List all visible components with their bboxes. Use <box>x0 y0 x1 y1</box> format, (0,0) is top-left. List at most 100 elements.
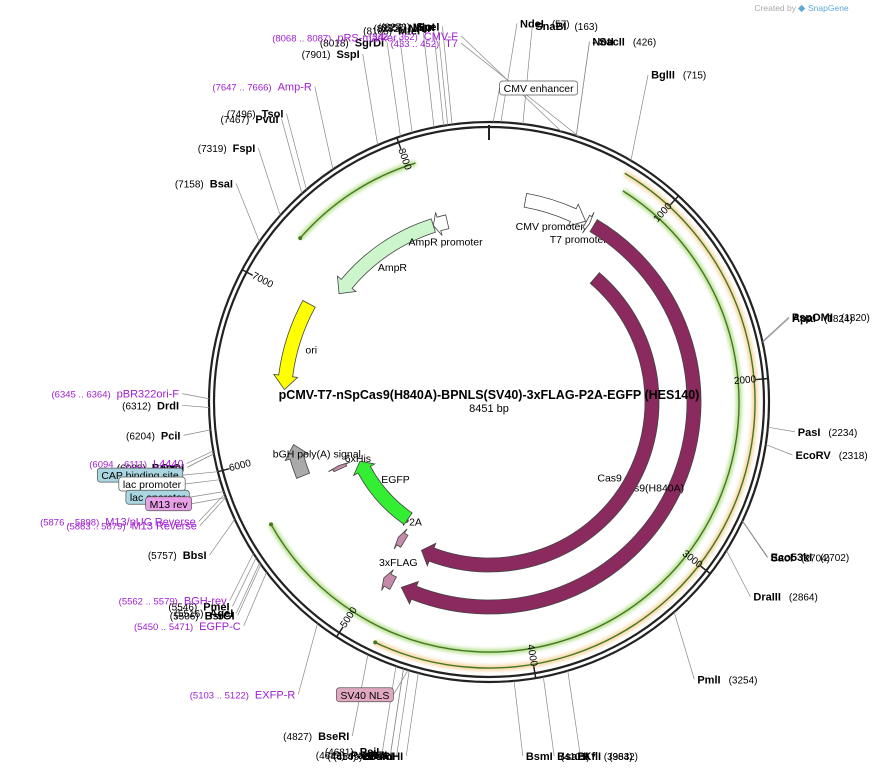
site-label-sacii[interactable]: - SacII <box>592 37 624 49</box>
site-position: (4569) <box>333 752 362 763</box>
site-label-cmv-f[interactable]: CMV-F <box>424 31 459 43</box>
site-label-paer7i[interactable]: PaeR7I <box>351 750 388 762</box>
site-label-pcii[interactable]: PciI <box>161 430 181 442</box>
feature-p2a[interactable] <box>393 528 409 550</box>
outer-arcs <box>268 160 758 671</box>
leader-line <box>314 86 334 170</box>
site-label-snabi[interactable]: SnaBI <box>535 21 566 33</box>
leader-line <box>182 471 218 476</box>
outer-arc-tip <box>269 522 274 527</box>
site-label-pmli[interactable]: PmlI <box>697 674 720 686</box>
site-label-pvui[interactable]: PvuI <box>255 114 278 126</box>
site-label-bsai[interactable]: BsaI <box>210 178 233 190</box>
site-label-bbsi[interactable]: BbsI <box>183 550 207 562</box>
site-position: (3842) <box>609 752 638 763</box>
site-label-saci[interactable]: SacI <box>770 553 793 565</box>
box-label-frame <box>335 687 394 703</box>
site-label-prs-marker[interactable]: pRS-marker <box>337 32 397 44</box>
site-label-agei[interactable]: AgeI <box>209 608 233 620</box>
feature-cas9-h840a[interactable] <box>400 219 702 615</box>
site-label-exfp-r[interactable]: EXFP-R <box>255 689 295 701</box>
leader-line <box>187 453 214 468</box>
site-label-fspi[interactable]: FspI <box>233 143 256 155</box>
site-position: (5757) <box>148 551 177 562</box>
site-label-bsmi[interactable]: BsmI <box>526 751 553 763</box>
feature-ampr[interactable] <box>336 218 436 295</box>
site-label-bglii[interactable]: BglII <box>651 70 675 82</box>
box-label-cmv-enhancer[interactable]: CMV enhancer <box>504 83 575 95</box>
leader-line <box>257 148 281 216</box>
feature-label: 3xFLAG <box>379 557 418 569</box>
leader-line <box>235 183 260 242</box>
site-label-ecori[interactable]: EcoRI <box>362 751 393 763</box>
site-label-bseri[interactable]: BseRI <box>318 731 349 743</box>
leader-line <box>393 669 409 695</box>
feature-ori[interactable] <box>272 299 316 391</box>
site-position: (7647 .. 7666) <box>212 83 271 94</box>
site-position: (6312) <box>122 401 151 412</box>
site-position: (8273) <box>381 22 410 33</box>
leader-line <box>492 87 500 123</box>
site-label-egfp-c[interactable]: EGFP-C <box>199 621 241 633</box>
site-label-xhoi[interactable]: - XhoI <box>357 750 388 762</box>
feature-label: Cas9 <box>597 473 622 485</box>
site-label-bsrgi[interactable]: BsrGI <box>205 611 235 623</box>
site-position: (7901) <box>302 50 331 61</box>
site-label-draiii[interactable]: DraIII <box>753 592 781 604</box>
site-label-mfei[interactable]: MfeI <box>398 25 420 37</box>
site-label-bamhi[interactable]: BamHI <box>368 751 403 763</box>
box-label-sv40-nls[interactable]: SV40 NLS <box>340 690 389 702</box>
site-label-mlui[interactable]: MluI <box>413 22 435 34</box>
feature-bgh-poly-a-signal[interactable] <box>284 443 311 479</box>
feature-label: AmpR <box>378 262 408 274</box>
feature-cas9[interactable] <box>420 272 660 573</box>
leader-line <box>765 444 793 456</box>
site-position: (4827) <box>283 732 312 743</box>
site-label-tsoi[interactable]: TsoI <box>262 109 284 121</box>
leader-line <box>362 53 379 146</box>
site-label-pasi[interactable]: PasI <box>798 427 821 439</box>
site-label-pmei[interactable]: PmeI <box>203 601 229 613</box>
site-label-nrui[interactable]: NruI <box>408 23 430 35</box>
leader-line <box>297 623 318 695</box>
site-label-l4440[interactable]: L4440 <box>153 459 184 471</box>
site-label-bgh-rev[interactable]: BGH-rev <box>184 596 227 608</box>
feature-t7-promoter[interactable] <box>582 211 595 234</box>
outer-arc <box>299 162 416 239</box>
site-label-m13-reverse[interactable]: M13 Reverse <box>131 521 196 533</box>
leader-line <box>433 27 444 126</box>
leader-line <box>390 668 404 756</box>
site-label-m13-puc-reverse[interactable]: M13/pUC Reverse <box>105 516 195 528</box>
created-by-text: Created by <box>754 3 796 13</box>
site-label-spei[interactable]: SpeI <box>416 21 439 33</box>
outer-arc-glow <box>297 160 417 241</box>
box-label-m13-rev[interactable]: M13 rev <box>150 499 189 511</box>
site-label-amp-r[interactable]: Amp-R <box>278 82 312 94</box>
tick-mark <box>755 377 769 381</box>
feature-6xhis[interactable] <box>328 461 351 473</box>
leader-line <box>189 491 224 498</box>
outer-arc-tip <box>373 640 378 645</box>
site-label-apai[interactable]: ApaI <box>792 313 816 325</box>
site-label-psii[interactable]: PsiI <box>360 747 380 759</box>
site-label-sgrdi[interactable]: SgrDI <box>355 37 384 49</box>
site-label-bsabi[interactable]: BsaBI * <box>557 751 596 763</box>
feature-3xflag[interactable] <box>381 569 397 591</box>
site-label-sspi[interactable]: SspI <box>336 49 359 61</box>
site-label-pbr322ori-f[interactable]: pBR322ori-F <box>117 389 180 401</box>
site-label-eco53ki[interactable]: Eco53kI <box>771 552 813 564</box>
feature-egfp[interactable] <box>352 460 413 526</box>
site-label-t7[interactable]: T7 <box>445 38 458 50</box>
site-label-drdi[interactable]: DrdI <box>157 400 179 412</box>
box-label-lac-promoter[interactable]: lac promoter <box>123 479 182 491</box>
site-label-noti[interactable]: NotI <box>592 37 613 49</box>
feature-cmv-promoter[interactable] <box>523 192 587 227</box>
site-position: (5450 .. 5471) <box>134 622 193 633</box>
site-label-ecorv[interactable]: EcoRV <box>796 450 832 462</box>
site-label-ndei[interactable]: NdeI <box>520 18 544 30</box>
site-label-pspomi[interactable]: PspOMI <box>792 312 833 324</box>
site-label-kfli[interactable]: KflI <box>583 751 601 763</box>
feature-ampr-promoter[interactable] <box>432 212 450 236</box>
feature-label: CMV promoter <box>516 221 585 233</box>
